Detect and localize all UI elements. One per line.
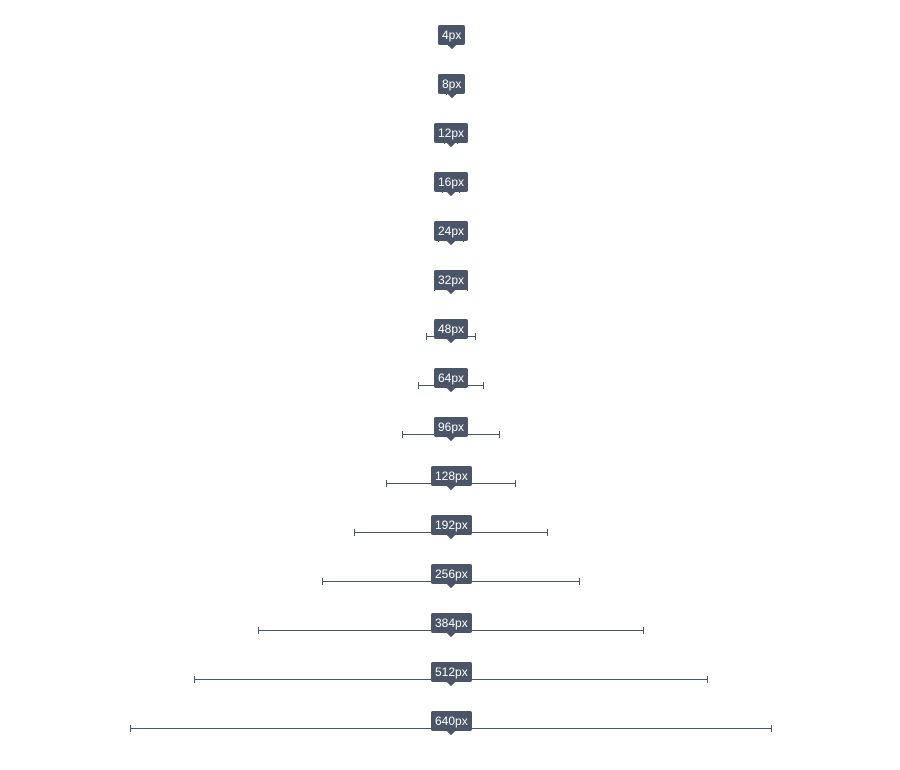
size-label: 32px — [434, 270, 469, 290]
size-label: 12px — [434, 123, 469, 143]
spacing-item: 128px — [0, 454, 900, 503]
spacing-item: 256px — [0, 552, 900, 601]
measure-line — [130, 725, 772, 732]
spacing-item: 16px — [0, 160, 900, 209]
size-label: 384px — [431, 613, 472, 633]
spacing-item: 64px — [0, 356, 900, 405]
spacing-item: 8px — [0, 62, 900, 111]
measure-line — [194, 676, 708, 683]
size-label: 96px — [434, 417, 469, 437]
size-label: 640px — [431, 711, 472, 731]
spacing-item: 4px — [0, 13, 900, 62]
measure-line — [434, 284, 468, 291]
size-label: 128px — [431, 466, 472, 486]
size-label: 4px — [438, 25, 466, 45]
measure-line — [444, 137, 458, 144]
spacing-item: 640px — [0, 699, 900, 748]
measure-line — [448, 39, 454, 46]
measure-line — [386, 480, 516, 487]
size-label: 24px — [434, 221, 469, 241]
spacing-item: 48px — [0, 307, 900, 356]
size-label: 512px — [431, 662, 472, 682]
measure-line — [322, 578, 580, 585]
size-label: 64px — [434, 368, 469, 388]
measure-line — [258, 627, 644, 634]
measure-line — [402, 431, 500, 438]
measure-line — [418, 382, 484, 389]
spacing-item: 24px — [0, 209, 900, 258]
measure-line — [354, 529, 548, 536]
size-label: 8px — [438, 74, 466, 94]
size-label: 256px — [431, 564, 472, 584]
size-label: 192px — [431, 515, 472, 535]
size-label: 48px — [434, 319, 469, 339]
spacing-item: 512px — [0, 650, 900, 699]
measure-line — [446, 88, 456, 95]
spacing-item: 32px — [0, 258, 900, 307]
measure-line — [442, 186, 460, 193]
spacing-item: 12px — [0, 111, 900, 160]
measure-line — [438, 235, 464, 242]
spacing-item: 96px — [0, 405, 900, 454]
spacing-item: 384px — [0, 601, 900, 650]
measure-line — [426, 333, 476, 340]
spacing-item: 192px — [0, 503, 900, 552]
